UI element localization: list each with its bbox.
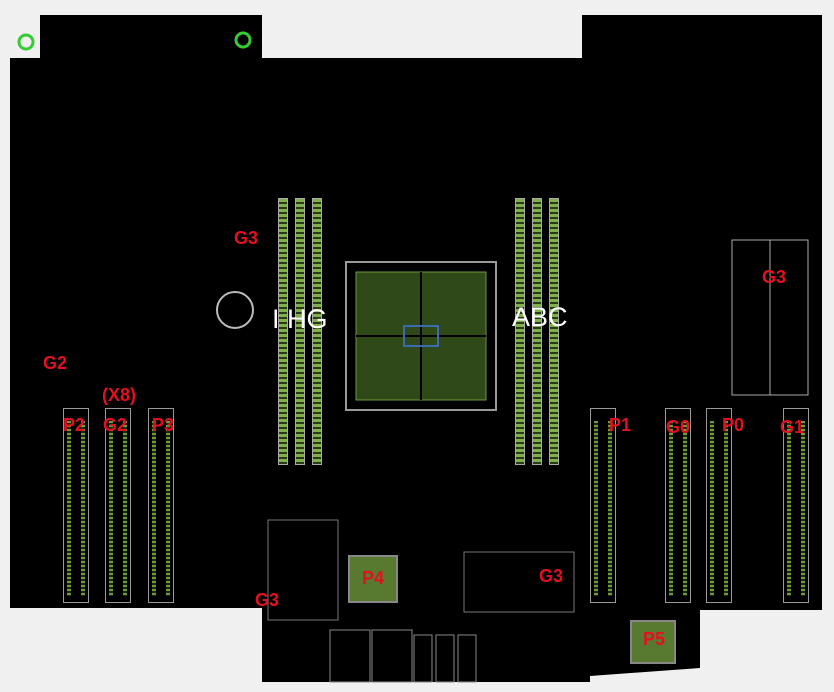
label-p5: P5	[643, 629, 666, 649]
label-p0: P0	[722, 415, 745, 435]
label-p2: P2	[63, 415, 86, 435]
label-g2-slot: G2	[103, 415, 128, 435]
dimm-slot	[532, 198, 542, 465]
pcie-slot-g1	[783, 408, 809, 603]
dimm-slot	[312, 198, 322, 465]
pcie-slot-p1	[590, 408, 616, 603]
label-p3: P3	[152, 415, 175, 435]
pcie-slot-g2	[105, 408, 131, 603]
pcie-slot-p0	[706, 408, 732, 603]
label-g1: G1	[780, 417, 805, 437]
dimm-slot	[278, 198, 288, 465]
label-dimm-left: I HG	[272, 304, 328, 334]
dimm-slot	[549, 198, 559, 465]
label-g3-top-left: G3	[234, 228, 259, 248]
label-g3-right: G3	[762, 267, 787, 287]
label-dimm-right: ABC	[512, 302, 568, 332]
label-p4: P4	[362, 568, 385, 588]
label-g2-left: G2	[43, 353, 68, 373]
pcie-slot-p3	[148, 408, 174, 603]
label-g0: G0	[666, 417, 691, 437]
pcie-slot-p2	[63, 408, 89, 603]
label-p1: P1	[609, 415, 632, 435]
dimm-slot	[295, 198, 305, 465]
label-x8: (X8)	[102, 385, 137, 405]
label-g3-bottom-center: G3	[539, 566, 564, 586]
chip-p4	[348, 555, 398, 603]
dimm-slot	[515, 198, 525, 465]
pcie-slot-g0	[665, 408, 691, 603]
chip-p5	[630, 620, 676, 664]
label-g3-bottom-left: G3	[255, 590, 280, 610]
